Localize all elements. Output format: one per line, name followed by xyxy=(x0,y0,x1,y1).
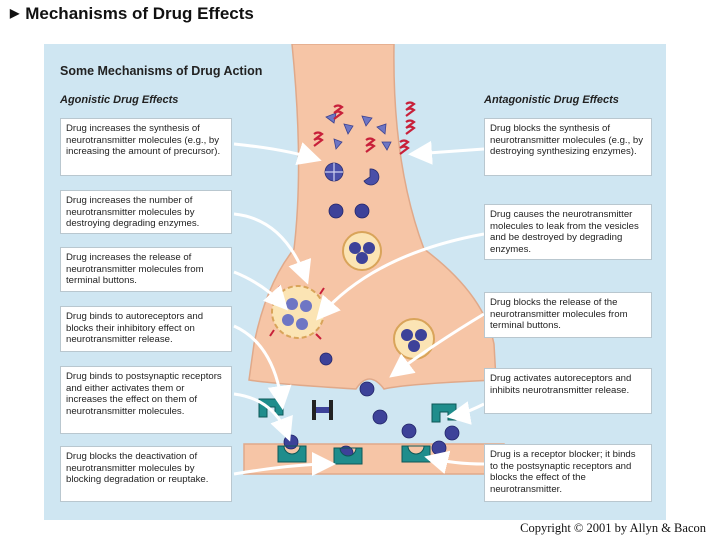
antagonistic-heading: Antagonistic Drug Effects xyxy=(484,94,619,106)
vesicle-lower xyxy=(393,318,435,360)
synthesizing-enzymes xyxy=(313,101,416,155)
autoreceptors xyxy=(258,398,457,423)
postsynaptic-receptors xyxy=(277,445,431,465)
antagonistic-box-synthesis: Drug blocks the synthesis of neurotransm… xyxy=(484,118,652,176)
diagram-panel: Some Mechanisms of Drug Action Agonistic… xyxy=(44,44,666,520)
postsynaptic-membrane xyxy=(243,443,505,475)
pointer-arrows xyxy=(233,140,485,477)
autoreceptor-blocker xyxy=(312,400,333,420)
assembling-molecules xyxy=(324,162,380,186)
agonistic-heading: Agonistic Drug Effects xyxy=(60,94,179,106)
slide-title: ▶ Mechanisms of Drug Effects xyxy=(10,4,254,24)
antagonistic-box-leak: Drug causes the neurotransmitter molecul… xyxy=(484,204,652,260)
panel-title: Some Mechanisms of Drug Action xyxy=(60,64,263,78)
right-triangle-icon: ▶ xyxy=(10,6,20,20)
agonistic-box-deactivation: Drug blocks the deactivation of neurotra… xyxy=(60,446,232,502)
agonistic-box-autoreceptors: Drug binds to autoreceptors and blocks t… xyxy=(60,306,232,352)
antagonistic-box-autoreceptors: Drug activates autoreceptors and inhibit… xyxy=(484,368,652,414)
precursor-molecules xyxy=(325,112,392,151)
antagonistic-box-release: Drug blocks the release of the neurotran… xyxy=(484,292,652,338)
copyright-text: Copyright © 2001 by Allyn & Bacon xyxy=(520,521,706,535)
agonistic-box-release: Drug increases the release of neurotrans… xyxy=(60,247,232,292)
presynaptic-terminal xyxy=(248,44,497,390)
agonistic-box-degrading-enzymes: Drug increases the number of neurotransm… xyxy=(60,190,232,234)
vesicle-upper xyxy=(342,231,382,271)
agonistic-box-synthesis: Drug increases the synthesis of neurotra… xyxy=(60,118,232,176)
antagonistic-box-receptor-blocker: Drug is a receptor blocker; it binds to … xyxy=(484,444,652,502)
agonistic-box-postsynaptic: Drug binds to postsynaptic receptors and… xyxy=(60,366,232,434)
synapse-illustration xyxy=(233,44,505,477)
slide-title-text: Mechanisms of Drug Effects xyxy=(25,4,254,23)
neurotransmitter-molecules xyxy=(283,203,460,461)
